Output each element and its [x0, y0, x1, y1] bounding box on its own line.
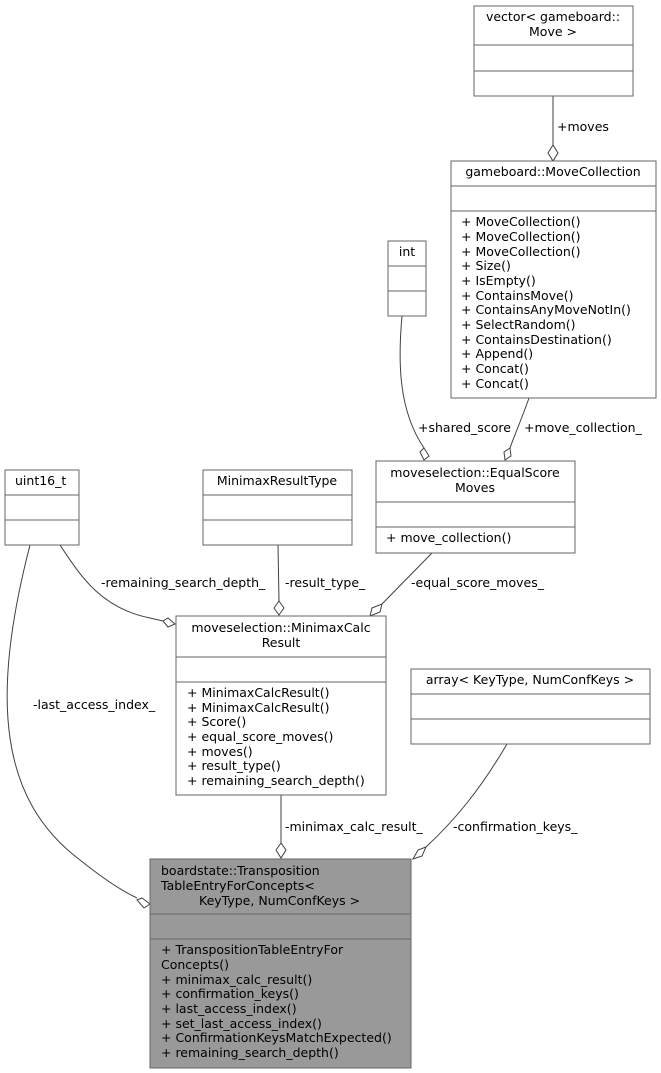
aggregation-diamond	[275, 842, 287, 859]
method: + MinimaxCalcResult()	[187, 700, 329, 715]
edge-moves: +moves	[547, 96, 609, 162]
aggregation-diamond	[369, 603, 383, 617]
class-box-transposition-table-entry[interactable]: boardstate::Transposition TableEntryForC…	[149, 858, 412, 1069]
class-title: vector< gameboard::	[486, 9, 620, 24]
aggregation-diamond	[411, 846, 427, 860]
class-title: TableEntryForConcepts<	[160, 878, 315, 893]
method: + ConfirmationKeysMatchExpected()	[161, 1030, 392, 1045]
method: + minimax_calc_result()	[161, 972, 312, 987]
method: + set_last_access_index()	[161, 1016, 322, 1031]
class-box-uint16[interactable]: uint16_t	[4, 469, 80, 546]
method: + equal_score_moves()	[187, 729, 333, 744]
method: + MoveCollection()	[461, 244, 581, 259]
method: + move_collection()	[386, 530, 511, 545]
class-box-int[interactable]: int	[387, 240, 427, 317]
class-title: gameboard::MoveCollection	[465, 164, 640, 179]
edge-label-remaining-search-depth: -remaining_search_depth_	[101, 575, 266, 590]
aggregation-diamond	[162, 617, 176, 628]
class-title: MinimaxResultType	[217, 473, 338, 488]
class-title: uint16_t	[15, 473, 66, 488]
method: + Concat()	[461, 361, 529, 376]
edge-last-access-index: -last_access_index_	[6, 544, 156, 909]
aggregation-diamond	[503, 447, 512, 461]
aggregation-diamond	[136, 897, 151, 909]
class-title: moveselection::EqualScore	[390, 465, 560, 480]
edge-move-collection: +move_collection_	[503, 397, 643, 461]
method: + Score()	[187, 714, 246, 729]
class-title: moveselection::MinimaxCalc	[191, 620, 370, 635]
edge-label-result-type: -result_type_	[285, 575, 366, 590]
edge-shared-score: +shared_score	[399, 315, 511, 461]
class-box-vector-move[interactable]: vector< gameboard:: Move >	[473, 5, 634, 97]
method: + IsEmpty()	[461, 273, 536, 288]
class-box-move-collection[interactable]: gameboard::MoveCollection + MoveCollecti…	[450, 160, 657, 399]
class-title: boardstate::Transposition	[161, 863, 320, 878]
method: + MinimaxCalcResult()	[187, 685, 329, 700]
method: + ContainsAnyMoveNotIn()	[461, 302, 631, 317]
class-title: array< KeyType, NumConfKeys >	[426, 672, 634, 687]
method: + remaining_search_depth()	[187, 773, 365, 788]
method: + remaining_search_depth()	[161, 1045, 339, 1060]
aggregation-diamond	[547, 144, 559, 162]
class-box-minimax-result-type[interactable]: MinimaxResultType	[202, 469, 353, 546]
edge-remaining-search-depth: -remaining_search_depth_	[59, 544, 266, 628]
edge-label-last-access-index: -last_access_index_	[33, 697, 156, 712]
aggregation-diamond	[419, 447, 430, 461]
edge-label-confirmation-keys: -confirmation_keys_	[453, 819, 578, 834]
method: + last_access_index()	[161, 1001, 297, 1016]
method: + Concat()	[461, 376, 529, 391]
class-box-equal-score-moves[interactable]: moveselection::EqualScore Moves + move_c…	[375, 460, 576, 554]
edge-minimax-calc-result: -minimax_calc_result_	[275, 795, 424, 859]
class-box-minimax-calc-result[interactable]: moveselection::MinimaxCalc Result + Mini…	[175, 615, 387, 796]
edge-label-equal-score-moves: -equal_score_moves_	[411, 575, 545, 590]
method: Concepts()	[161, 957, 229, 972]
edge-result-type: -result_type_	[273, 544, 366, 616]
edge-label-moves: +moves	[557, 119, 609, 134]
method: + result_type()	[187, 758, 281, 773]
method: + confirmation_keys()	[161, 986, 299, 1001]
aggregation-diamond	[273, 600, 285, 616]
method: + TranspositionTableEntryFor	[161, 942, 344, 957]
edge-label-shared-score: +shared_score	[418, 420, 511, 435]
method: + Size()	[461, 258, 511, 273]
method: + SelectRandom()	[461, 317, 576, 332]
method: + moves()	[187, 744, 253, 759]
class-title: int	[399, 244, 415, 259]
method: + MoveCollection()	[461, 229, 581, 244]
class-box-array-keys[interactable]: array< KeyType, NumConfKeys >	[410, 668, 651, 745]
edge-equal-score-moves: -equal_score_moves_	[369, 552, 545, 617]
method: + ContainsDestination()	[461, 332, 612, 347]
class-title: Result	[262, 635, 301, 650]
edge-label-minimax-calc-result: -minimax_calc_result_	[285, 819, 424, 834]
method: + ContainsMove()	[461, 288, 574, 303]
method: + Append()	[461, 346, 533, 361]
method: + MoveCollection()	[461, 214, 581, 229]
edge-confirmation-keys: -confirmation_keys_	[411, 743, 578, 860]
edge-label-move-collection: +move_collection_	[524, 420, 643, 435]
class-title: Move >	[529, 24, 577, 39]
class-title: KeyType, NumConfKeys >	[199, 893, 360, 908]
class-title: Moves	[455, 480, 495, 495]
